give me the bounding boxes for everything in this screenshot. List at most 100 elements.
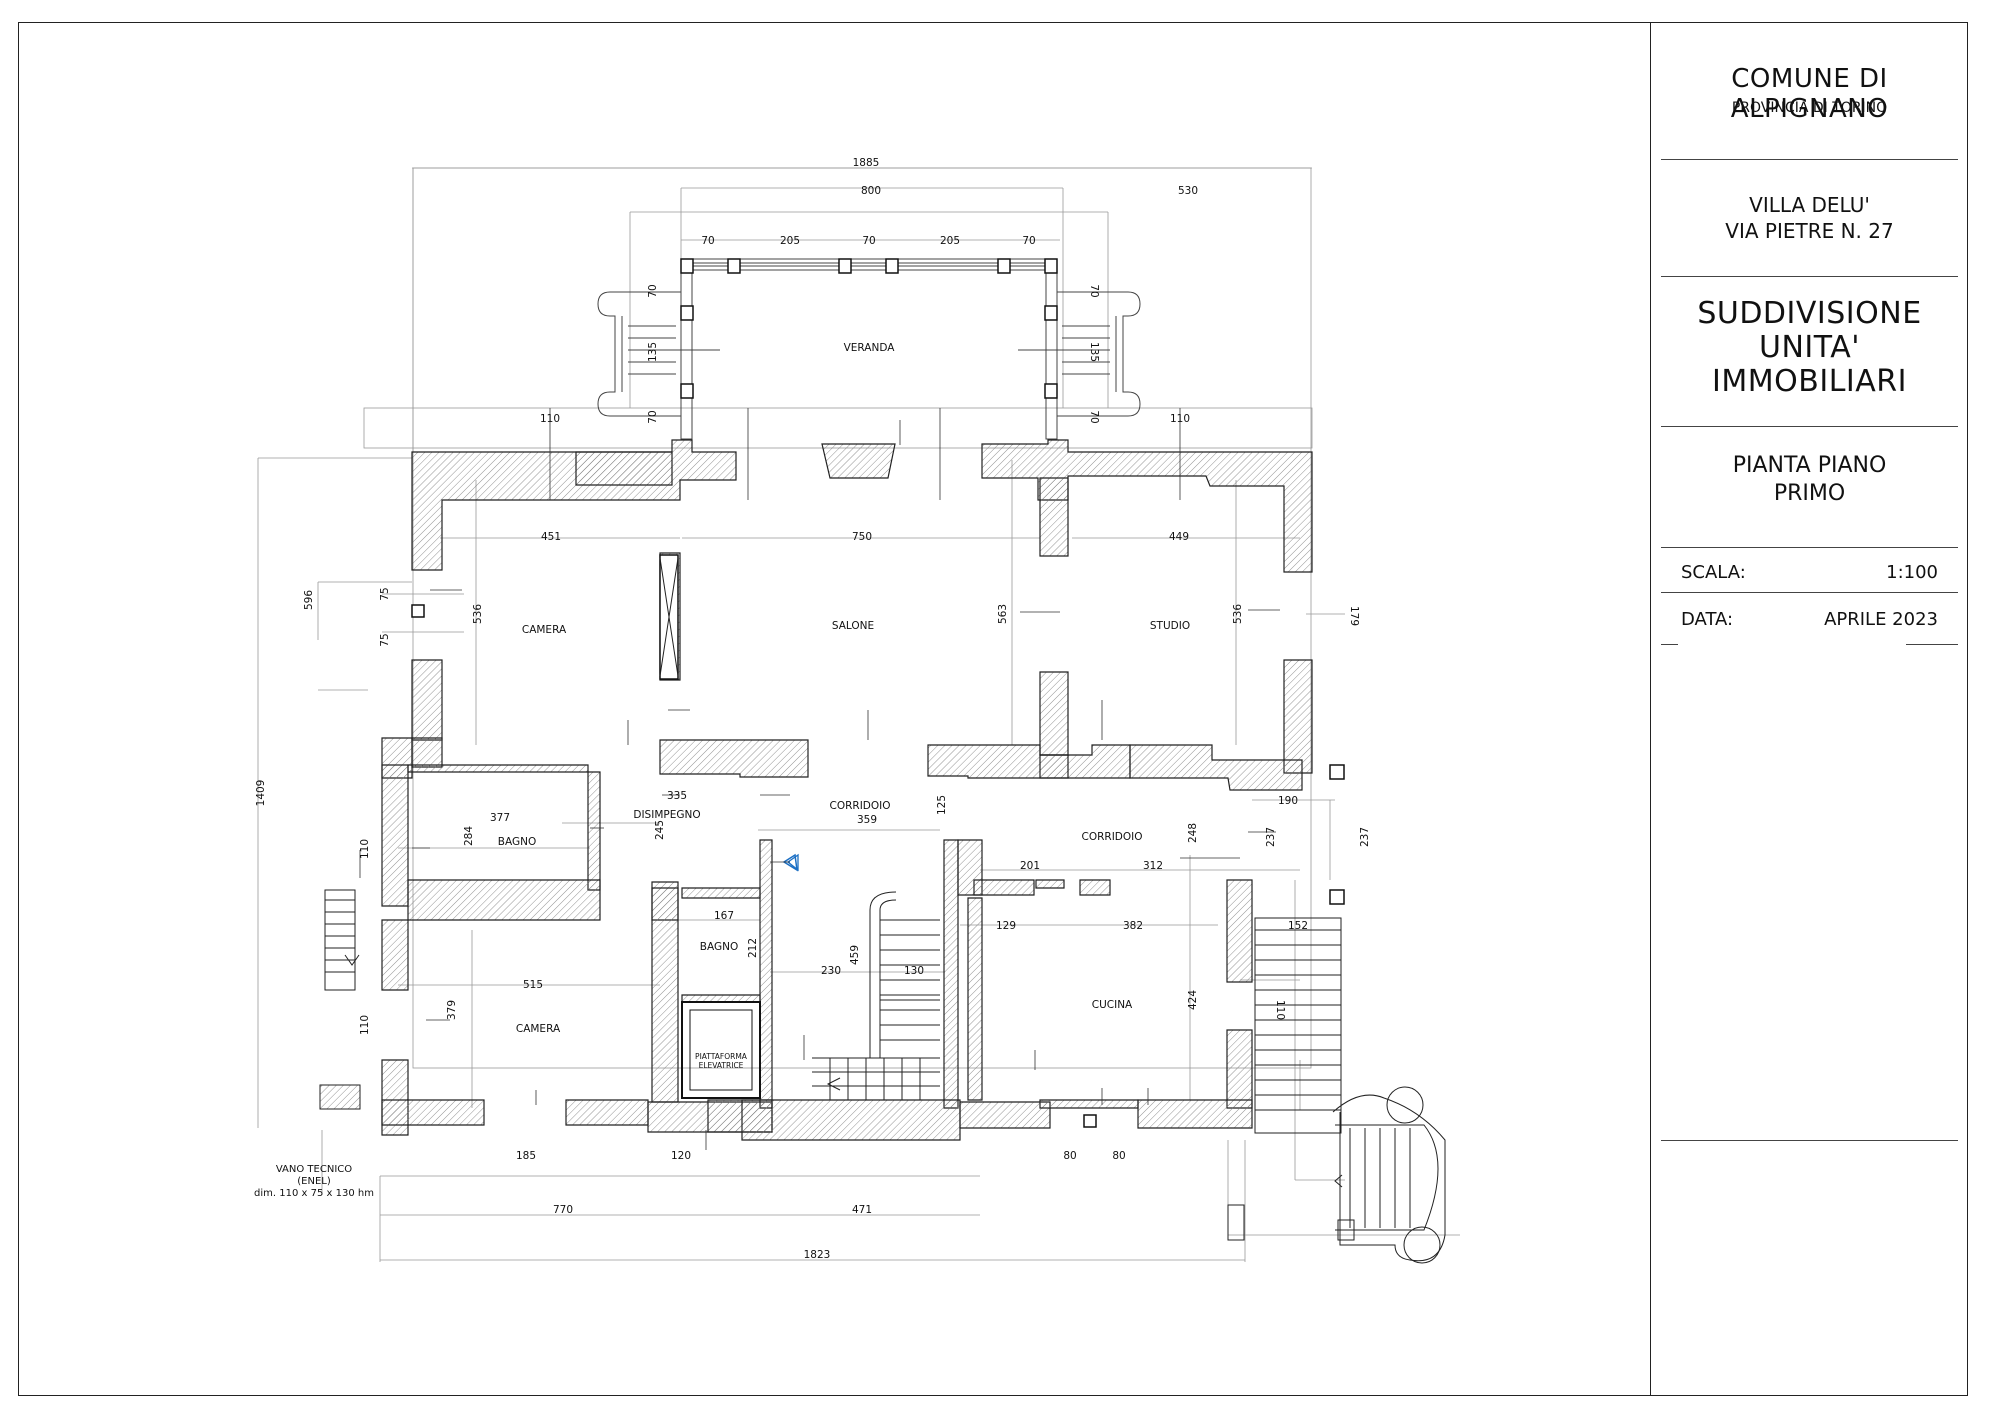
dim-110-r: 110: [1170, 413, 1190, 425]
dim-75-a: 75: [379, 587, 391, 600]
fixtures: [319, 554, 1446, 1264]
room-veranda: VERANDA: [844, 342, 896, 354]
dim-110-w1: 110: [359, 839, 371, 859]
dim-230: 230: [821, 965, 841, 977]
dim-377: 377: [490, 812, 510, 824]
dim-70-r2: 70: [1088, 410, 1100, 423]
dim-135-r: 135: [1088, 342, 1100, 362]
dim-70-a: 70: [701, 235, 714, 247]
dim-167: 167: [714, 910, 734, 922]
dim-459: 459: [849, 945, 861, 965]
dim-110-l: 110: [540, 413, 560, 425]
dim-70-b: 70: [862, 235, 875, 247]
dim-110-e: 110: [1274, 1000, 1286, 1020]
room-camera-bottom: CAMERA: [516, 1023, 561, 1035]
divider: [1906, 644, 1958, 645]
dim-237-b: 237: [1359, 827, 1371, 847]
divider: [1661, 1140, 1958, 1141]
dim-800: 800: [861, 185, 881, 197]
dim-536-l: 536: [472, 604, 484, 624]
dim-70-c: 70: [1022, 235, 1035, 247]
dim-80-b: 80: [1112, 1150, 1125, 1162]
drawing-title-line-1: PIANTA PIANO: [1732, 453, 1887, 478]
dim-152: 152: [1288, 920, 1308, 932]
room-corridoio-1: CORRIDOIO: [830, 800, 891, 812]
dim-536-r: 536: [1232, 604, 1244, 624]
dim-70-r1: 70: [1088, 284, 1100, 297]
drawing-frame: [18, 22, 1968, 1396]
dim-382: 382: [1123, 920, 1143, 932]
dim-596: 596: [303, 590, 315, 610]
note-line-1: VANO TECNICO: [276, 1164, 352, 1175]
dim-70-l2: 70: [647, 410, 659, 423]
dim-451: 451: [541, 531, 561, 543]
dim-563: 563: [997, 604, 1009, 624]
dim-70-l1: 70: [647, 284, 659, 297]
room-studio: STUDIO: [1150, 620, 1190, 632]
walls: [381, 439, 1313, 1141]
room-bagno-2: BAGNO: [700, 941, 738, 953]
dim-1885: 1885: [853, 157, 880, 169]
room-bagno-1: BAGNO: [498, 836, 536, 848]
room-labels: VERANDA CAMERA SALONE STUDIO DISIMPEGNO …: [498, 342, 1190, 1070]
dim-449: 449: [1169, 531, 1189, 543]
scale-label: SCALA:: [1681, 562, 1746, 583]
room-camera-top: CAMERA: [522, 624, 567, 636]
divider: [1661, 426, 1958, 427]
dim-130: 130: [904, 965, 924, 977]
dim-335: 335: [667, 790, 687, 802]
divider: [1661, 592, 1958, 593]
dim-201: 201: [1020, 860, 1040, 872]
label-elevatrice: ELEVATRICE: [699, 1061, 744, 1070]
scale-value: 1:100: [1886, 562, 1938, 583]
building-name: VILLA DELU': [1749, 193, 1870, 217]
date-value: APRILE 2023: [1824, 609, 1938, 630]
province-subtitle: PROVINCIA DI TORINO: [1731, 100, 1888, 116]
note-line-3: dim. 110 x 75 x 130 hm: [254, 1188, 374, 1199]
dim-471: 471: [852, 1204, 872, 1216]
dim-179: 179: [1348, 606, 1360, 626]
dim-515: 515: [523, 979, 543, 991]
dim-212: 212: [747, 938, 759, 958]
room-disimpegno: DISIMPEGNO: [633, 809, 700, 821]
dim-359: 359: [857, 814, 877, 826]
dim-245: 245: [654, 820, 666, 840]
dimension-labels: 1885 800 530 70 205 70 205 70 70 135 70 …: [255, 157, 1371, 1261]
municipality-title: COMUNE DI ALPIGNANO: [1730, 64, 1889, 124]
dim-379: 379: [446, 1000, 458, 1020]
dim-80-a: 80: [1063, 1150, 1076, 1162]
divider: [1661, 276, 1958, 277]
dim-770: 770: [553, 1204, 573, 1216]
dim-75-b: 75: [379, 633, 391, 646]
divider: [1661, 159, 1958, 160]
dim-120: 120: [671, 1150, 691, 1162]
dim-205-b: 205: [940, 235, 960, 247]
dim-248: 248: [1187, 823, 1199, 843]
thin-lines: [257, 167, 1460, 1262]
dim-125: 125: [936, 795, 948, 815]
building-address: VIA PIETRE N. 27: [1725, 219, 1894, 243]
dim-237-a: 237: [1265, 827, 1277, 847]
dim-1823: 1823: [804, 1249, 831, 1261]
dim-284: 284: [463, 826, 475, 846]
drawing-title-line-2: PRIMO: [1773, 481, 1846, 506]
room-corridoio-2: CORRIDOIO: [1082, 831, 1143, 843]
veranda: [597, 258, 1141, 440]
room-cucina: CUCINA: [1092, 999, 1133, 1011]
dim-110-w2: 110: [359, 1015, 371, 1035]
dim-129: 129: [996, 920, 1016, 932]
dim-530: 530: [1178, 185, 1198, 197]
dim-750: 750: [852, 531, 872, 543]
subject-line-3: IMMOBILIARI: [1712, 364, 1907, 399]
divider: [1661, 644, 1678, 645]
date-label: DATA:: [1681, 609, 1734, 630]
label-piattaforma: PIATTAFORMA: [695, 1052, 748, 1061]
room-salone: SALONE: [832, 620, 874, 632]
title-block: COMUNE DI ALPIGNANO PROVINCIA DI TORINO …: [1650, 22, 1968, 1396]
date-row: DATA: APRILE 2023: [1681, 609, 1938, 630]
dim-1409: 1409: [255, 780, 267, 807]
subject-line-2: UNITA': [1758, 330, 1860, 365]
dim-135-l: 135: [647, 342, 659, 362]
dim-205-a: 205: [780, 235, 800, 247]
dim-424: 424: [1187, 990, 1199, 1010]
